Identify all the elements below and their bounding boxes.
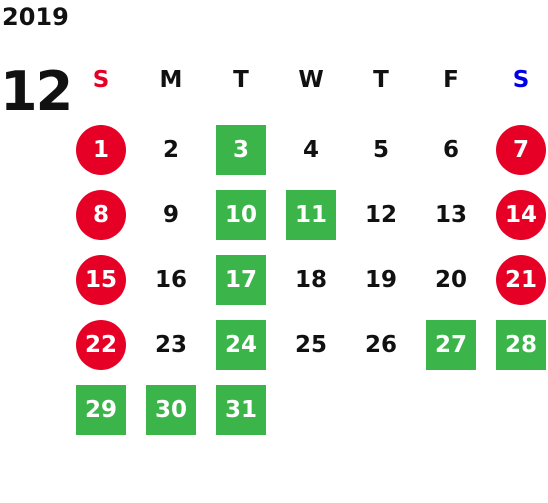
calendar-day[interactable]: 5 xyxy=(372,137,389,163)
calendar-day[interactable]: 28 xyxy=(496,320,546,370)
calendar-day[interactable]: 18 xyxy=(294,267,327,293)
calendar-day[interactable]: 29 xyxy=(76,385,126,435)
calendar-day[interactable]: 10 xyxy=(216,190,266,240)
weekday-saturday: S xyxy=(512,67,530,93)
weekday-monday: M xyxy=(159,67,183,93)
year-label: 2019 xyxy=(2,3,69,31)
calendar-day[interactable]: 21 xyxy=(496,255,546,305)
calendar-day[interactable]: 3 xyxy=(216,125,266,175)
calendar-day[interactable]: 13 xyxy=(434,202,467,228)
calendar-day[interactable]: 2 xyxy=(162,137,179,163)
calendar-day[interactable]: 12 xyxy=(364,202,397,228)
calendar-day[interactable]: 14 xyxy=(496,190,546,240)
calendar-day[interactable]: 22 xyxy=(76,320,126,370)
calendar-day[interactable]: 27 xyxy=(426,320,476,370)
weekday-thursday: T xyxy=(373,67,389,93)
calendar-day[interactable]: 8 xyxy=(76,190,126,240)
calendar-day[interactable]: 9 xyxy=(162,202,179,228)
calendar-day[interactable]: 17 xyxy=(216,255,266,305)
calendar-day[interactable]: 19 xyxy=(364,267,397,293)
calendar-day[interactable]: 24 xyxy=(216,320,266,370)
calendar-day[interactable]: 30 xyxy=(146,385,196,435)
calendar-day[interactable]: 4 xyxy=(302,137,319,163)
calendar-day[interactable]: 6 xyxy=(442,137,459,163)
calendar-day[interactable]: 31 xyxy=(216,385,266,435)
calendar-day[interactable]: 15 xyxy=(76,255,126,305)
calendar-day[interactable]: 1 xyxy=(76,125,126,175)
calendar-day[interactable]: 23 xyxy=(154,332,187,358)
calendar-day[interactable]: 7 xyxy=(496,125,546,175)
calendar-day[interactable]: 26 xyxy=(364,332,397,358)
weekday-header: S M T W T F S xyxy=(66,64,546,96)
weekday-tuesday: T xyxy=(233,67,249,93)
calendar-day[interactable]: 20 xyxy=(434,267,467,293)
weekday-wednesday: W xyxy=(298,67,324,93)
weekday-sunday: S xyxy=(92,67,110,93)
month-label: 12 xyxy=(0,60,73,123)
weekday-friday: F xyxy=(443,67,459,93)
calendar-day[interactable]: 25 xyxy=(294,332,327,358)
calendar-day[interactable]: 11 xyxy=(286,190,336,240)
calendar-day[interactable]: 16 xyxy=(154,267,187,293)
